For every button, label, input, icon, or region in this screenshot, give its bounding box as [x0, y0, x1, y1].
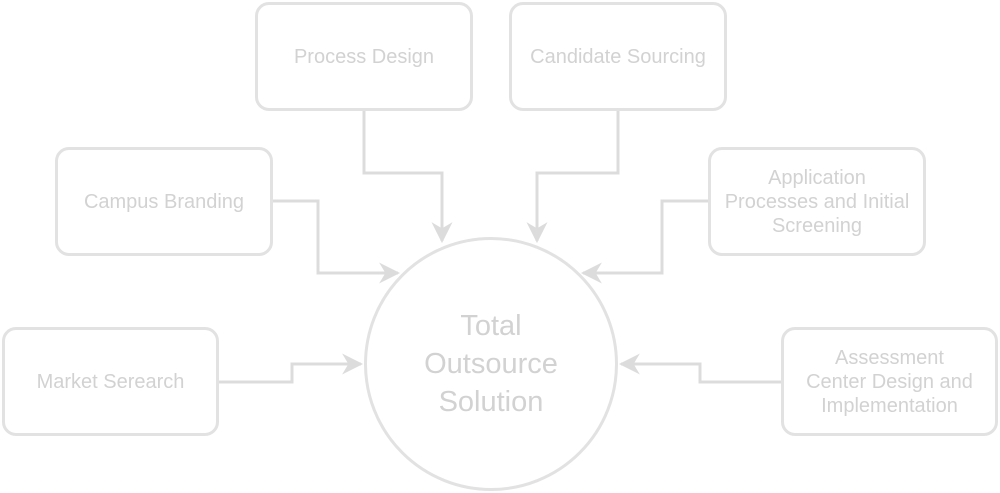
arrow-campus-branding	[273, 199, 401, 284]
node-assessment-center[interactable]: Assessment Center Design and Implementat…	[781, 327, 998, 436]
node-assessment-center-line-3: Implementation	[821, 394, 958, 417]
center-hub-line-1: Total	[460, 310, 522, 342]
node-assessment-center-line-2: Center Design and	[806, 370, 973, 393]
node-process-design[interactable]: Process Design	[255, 2, 473, 111]
arrow-assessment-center	[618, 353, 781, 384]
center-hub[interactable]: Total Outsource Solution	[364, 237, 618, 491]
node-campus-branding[interactable]: Campus Branding	[55, 147, 273, 256]
node-market-research[interactable]: Market Serearch	[2, 327, 219, 436]
node-application-processes-line-1: Application	[768, 166, 866, 189]
center-hub-line-3: Solution	[438, 386, 544, 418]
arrow-process-design	[362, 111, 453, 244]
node-application-processes-line-3: Screening	[771, 214, 863, 237]
node-application-processes[interactable]: Application Processes and Initial Screen…	[708, 147, 926, 256]
node-market-research-label: Market Serearch	[36, 370, 185, 393]
node-candidate-sourcing-label: Candidate Sourcing	[530, 45, 706, 68]
arrow-candidate-sourcing	[526, 111, 620, 244]
node-candidate-sourcing[interactable]: Candidate Sourcing	[509, 2, 727, 111]
arrow-application-processes	[580, 199, 708, 284]
arrow-market-research	[219, 353, 364, 384]
node-campus-branding-label: Campus Branding	[83, 190, 245, 213]
node-process-design-label: Process Design	[293, 45, 435, 68]
center-hub-line-2: Outsource	[424, 348, 558, 380]
node-assessment-center-line-1: Assessment	[835, 346, 944, 369]
node-application-processes-line-2: Processes and Initial	[724, 190, 910, 213]
